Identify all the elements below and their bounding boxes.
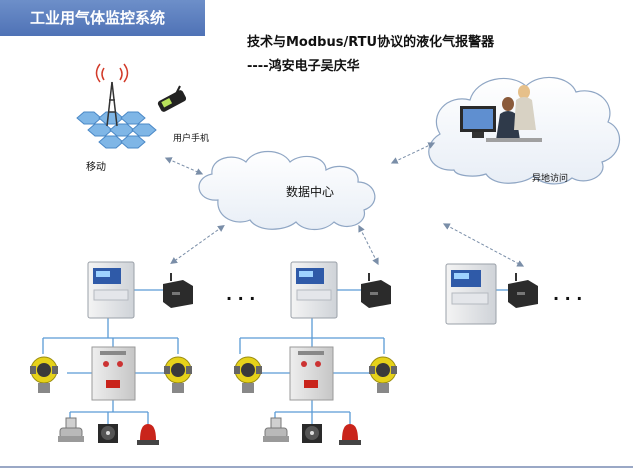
- controller-panel: [87, 261, 135, 319]
- valve-icon: [263, 417, 289, 442]
- phone-icon: [157, 85, 187, 112]
- fan-icon: [302, 424, 322, 443]
- controller-panel: [290, 261, 338, 319]
- comm-module-icon: [508, 273, 538, 308]
- control-box: [91, 346, 136, 401]
- data-center-cloud: [198, 150, 376, 231]
- fan-icon: [98, 424, 118, 443]
- datacenter-label: 数据中心: [286, 185, 335, 199]
- gas-sensor-icon: [369, 356, 397, 393]
- bottom-divider: [0, 466, 633, 468]
- comm-module-icon: [361, 273, 391, 308]
- phone-label: 用户手机: [173, 134, 210, 144]
- connection-arrows: [164, 142, 525, 267]
- gas-sensor-icon: [234, 356, 262, 393]
- mobile-tower-icon: [76, 63, 157, 149]
- author-line: ----鸿安电子吴庆华: [247, 59, 360, 74]
- gas-sensor-icon: [30, 356, 58, 393]
- ellipsis-1: . . .: [226, 285, 256, 304]
- system-title-banner: 工业用气体监控系统: [0, 0, 205, 36]
- headline: 技术与Modbus/RTU协议的液化气报警器: [247, 35, 495, 50]
- mobile-label: 移动: [86, 162, 106, 173]
- alarm-lamp-icon: [339, 424, 361, 445]
- control-box: [289, 346, 334, 401]
- remote-access-cloud: [428, 76, 621, 185]
- system-title: 工业用气体监控系统: [30, 9, 166, 27]
- controller-panel: [445, 263, 497, 325]
- alarm-lamp-icon: [137, 424, 159, 445]
- comm-module-icon: [163, 273, 193, 308]
- gas-sensor-icon: [164, 356, 192, 393]
- ellipsis-2: . . .: [553, 285, 583, 304]
- valve-icon: [58, 417, 84, 442]
- remote-access-label: 异地访问: [532, 174, 569, 184]
- people-at-computer-icon: [460, 85, 542, 142]
